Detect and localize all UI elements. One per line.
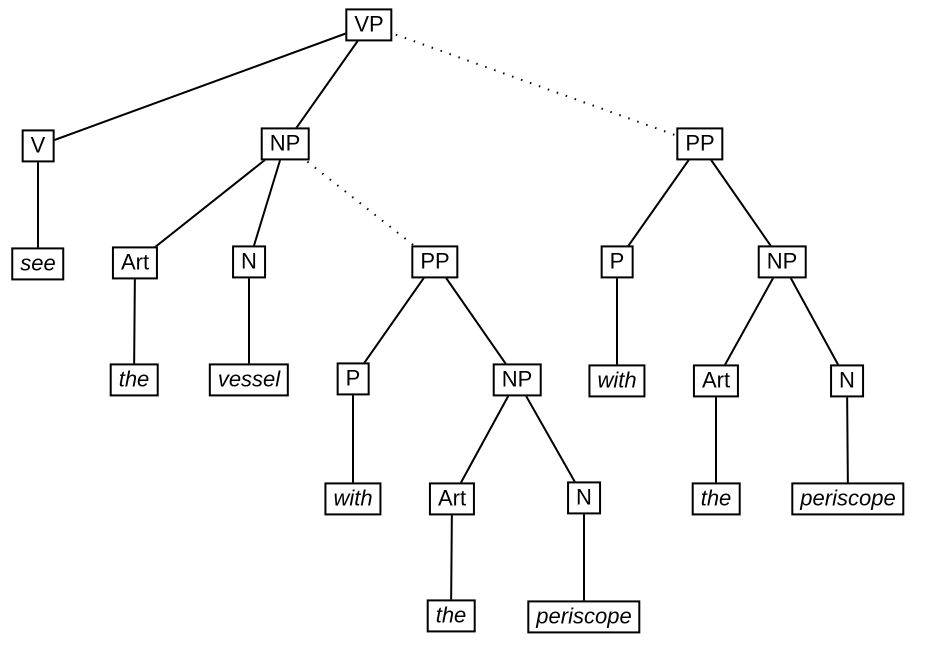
edge-pp2-np2: [699, 143, 783, 263]
edge-vp-np1: [284, 24, 370, 145]
leaf-the2: the: [691, 482, 741, 516]
leaf-periscope1: periscope: [527, 600, 641, 634]
node-v: V: [21, 129, 55, 163]
edge-np1-n1: [248, 143, 286, 263]
edge-np2-n2: [781, 261, 848, 382]
node-n1: N: [232, 245, 266, 279]
node-p2: P: [600, 245, 634, 279]
edge-pp1-p1: [352, 261, 436, 380]
node-np1: NP: [260, 127, 310, 161]
node-n3: N: [567, 481, 601, 515]
edge-art3-the3: [450, 498, 453, 617]
node-np2: NP: [757, 245, 807, 279]
edge-np3-art3: [451, 379, 518, 500]
edge-pp1-np3: [434, 261, 518, 381]
node-pp1: PP: [411, 245, 459, 279]
leaf-with2: with: [588, 364, 646, 398]
edge-np1-pp1-dotted: [284, 143, 436, 263]
leaf-with1: with: [324, 482, 382, 516]
leaf-see: see: [11, 247, 65, 281]
node-vp: VP: [345, 8, 393, 42]
node-art2: Art: [692, 364, 740, 398]
edge-np1-art1: [134, 143, 286, 264]
node-art3: Art: [428, 482, 476, 516]
node-np3: NP: [492, 363, 542, 397]
edge-vp-pp2-dotted: [368, 24, 701, 145]
node-n2: N: [830, 364, 864, 398]
node-art1: Art: [111, 246, 159, 280]
node-p1: P: [336, 362, 370, 396]
leaf-periscope2: periscope: [791, 482, 905, 516]
edge-np2-art2: [715, 261, 783, 382]
edge-pp2-p2: [616, 143, 701, 263]
edge-np3-n3: [516, 379, 585, 499]
leaf-vessel: vessel: [208, 363, 290, 397]
edge-vp-v: [37, 24, 370, 147]
leaf-the3: the: [426, 599, 476, 633]
edge-art1-the1: [133, 262, 136, 381]
node-pp2: PP: [676, 127, 724, 161]
leaf-the1: the: [109, 363, 159, 397]
edge-n2-periscope2: [846, 380, 849, 500]
